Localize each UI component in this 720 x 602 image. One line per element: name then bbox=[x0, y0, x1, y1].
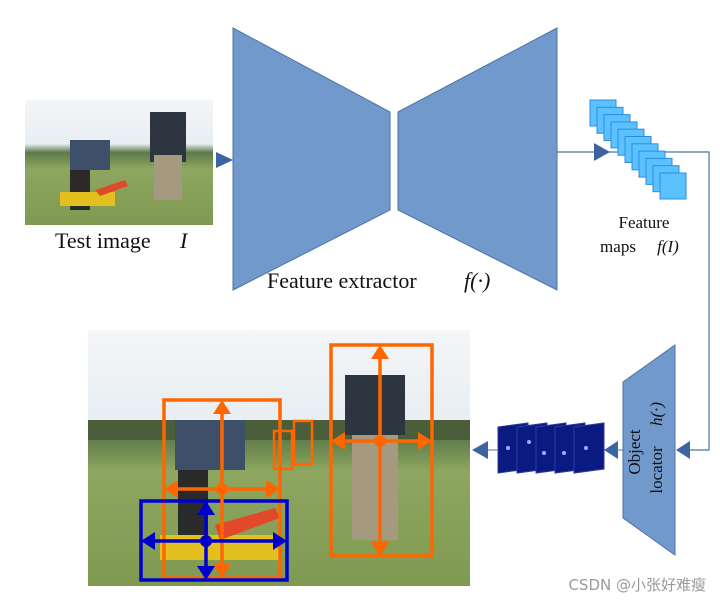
detection-boxes bbox=[139, 343, 434, 582]
feature-maps-fn: f(I) bbox=[657, 237, 679, 256]
arrow-icon bbox=[594, 143, 610, 161]
test-image-label: Test image bbox=[55, 228, 151, 253]
feature-extractor-label: Feature extractor bbox=[267, 268, 417, 293]
bounding-box-person-4 bbox=[292, 419, 314, 466]
arrow-icon bbox=[604, 441, 618, 459]
object-locator bbox=[622, 344, 676, 556]
locator-map-point bbox=[506, 446, 510, 450]
arrow-icon bbox=[216, 152, 233, 168]
bounding-box-person-2 bbox=[329, 343, 434, 558]
watermark: CSDN @小张好难瘦 bbox=[568, 576, 706, 594]
bounding-box-person-3 bbox=[272, 429, 294, 471]
feature-maps-label-1: Feature bbox=[619, 213, 670, 232]
object-locator-fn: h(·) bbox=[647, 402, 666, 426]
locator-map bbox=[573, 422, 605, 474]
locator-map-point bbox=[562, 451, 566, 455]
feature-maps-label-2: maps bbox=[600, 237, 636, 256]
feature-extractor-fn: f(·) bbox=[464, 268, 490, 293]
object-locator-label-1: Object bbox=[625, 429, 644, 475]
locator-map-point bbox=[584, 446, 588, 450]
feature-map-square bbox=[659, 172, 687, 200]
feature-extractor bbox=[232, 27, 558, 291]
arrow-icon bbox=[472, 441, 488, 459]
test-image-photo bbox=[25, 100, 213, 225]
object-locator-label-2: locator bbox=[647, 446, 666, 494]
locator-map-point bbox=[527, 440, 531, 444]
test-image-var: I bbox=[179, 228, 189, 253]
feature-maps-stack bbox=[589, 99, 687, 200]
locator-map-point bbox=[542, 451, 546, 455]
locator-maps-stack bbox=[497, 422, 605, 474]
arrow-icon bbox=[676, 441, 690, 459]
bounding-box-airplane bbox=[139, 499, 289, 582]
